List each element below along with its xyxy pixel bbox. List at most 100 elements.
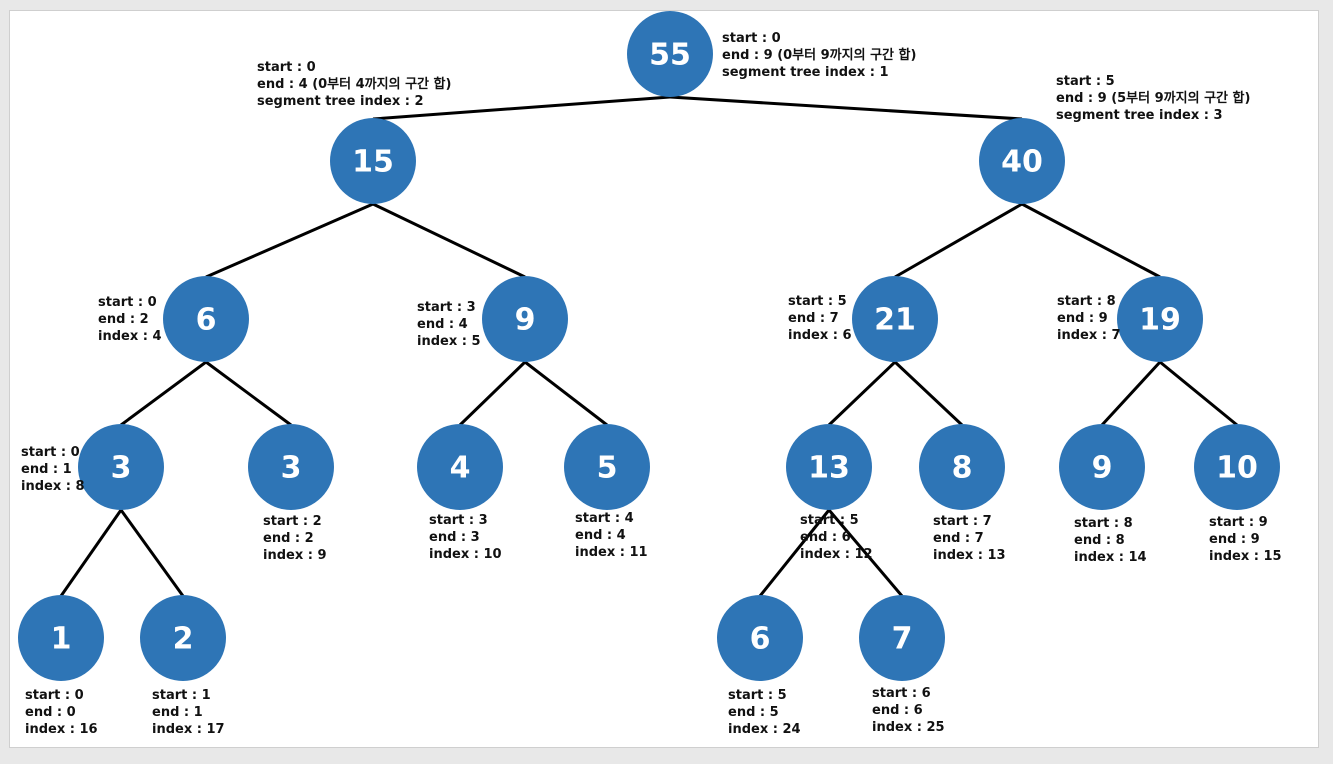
- node-label-line: index : 5: [417, 334, 481, 349]
- node-label-line: segment tree index : 1: [722, 65, 889, 80]
- tree-node-4: 6: [163, 276, 249, 362]
- node-label-13: start : 7 end : 7 index : 13: [933, 513, 1006, 564]
- node-label-line: index : 8: [21, 479, 85, 494]
- node-value: 55: [649, 38, 691, 73]
- node-label-line: start : 0: [98, 295, 157, 310]
- node-label-line: start : 3: [417, 300, 476, 315]
- tree-node-11: 5: [564, 424, 650, 510]
- node-label-line: start : 5: [788, 294, 847, 309]
- node-value: 6: [750, 622, 771, 657]
- node-label-line: index : 11: [575, 545, 648, 560]
- node-label-line: index : 13: [933, 548, 1006, 563]
- tree-node-9: 3: [248, 424, 334, 510]
- node-circle: [852, 276, 938, 362]
- node-label-line: start : 9: [1209, 515, 1268, 530]
- node-label-line: start : 5: [1056, 74, 1115, 89]
- node-label-line: start : 8: [1057, 294, 1116, 309]
- node-label-line: end : 5: [728, 705, 779, 720]
- node-label-line: index : 6: [788, 328, 852, 343]
- tree-node-12: 13: [786, 424, 872, 510]
- node-label-line: start : 2: [263, 514, 322, 529]
- tree-edge-3-7: [1021, 202, 1161, 279]
- node-label-line: start : 5: [800, 513, 859, 528]
- node-label-line: end : 9 (0부터 9까지의 구간 합): [722, 48, 917, 63]
- tree-edge-2-5: [372, 202, 526, 279]
- tree-edge-3-6: [894, 202, 1023, 279]
- node-value: 10: [1216, 451, 1258, 486]
- node-label-line: index : 12: [800, 547, 873, 562]
- tree-node-13: 8: [919, 424, 1005, 510]
- node-label-line: end : 6: [872, 703, 923, 718]
- tree-edge-6-12: [827, 360, 897, 427]
- node-value: 19: [1139, 303, 1181, 338]
- node-value: 15: [352, 145, 394, 180]
- node-label-4: start : 0 end : 2 index : 4: [98, 294, 162, 345]
- node-circle: [482, 276, 568, 362]
- node-label-line: start : 1: [152, 688, 211, 703]
- node-label-line: end : 3: [429, 530, 480, 545]
- tree-edge-6-13: [893, 360, 964, 427]
- node-label-line: end : 1: [152, 705, 203, 720]
- node-value: 3: [111, 451, 132, 486]
- node-circle: [1059, 424, 1145, 510]
- node-circle: [18, 595, 104, 681]
- node-circle: [330, 118, 416, 204]
- node-label-10: start : 3 end : 3 index : 10: [429, 512, 502, 563]
- node-label-line: end : 6: [800, 530, 851, 545]
- tree-edge-5-11: [524, 360, 608, 427]
- node-circle: [786, 424, 872, 510]
- tree-edge-8-17: [119, 509, 185, 597]
- tree-node-2: 15: [330, 118, 416, 204]
- node-label-line: end : 0: [25, 705, 76, 720]
- tree-node-6: 21: [852, 276, 938, 362]
- node-label-line: index : 9: [263, 548, 327, 563]
- node-label-line: index : 4: [98, 329, 162, 344]
- node-label-line: end : 9 (5부터 9까지의 구간 합): [1056, 91, 1251, 106]
- tree-edge-4-9: [205, 360, 292, 427]
- node-label-line: start : 3: [429, 513, 488, 528]
- node-label-line: end : 7: [788, 311, 839, 326]
- node-value: 7: [892, 622, 913, 657]
- tree-node-5: 9: [482, 276, 568, 362]
- tree-edge-8-16: [59, 509, 123, 597]
- node-label-line: segment tree index : 2: [257, 94, 424, 109]
- node-label-line: start : 0: [25, 688, 84, 703]
- node-value: 13: [808, 451, 850, 486]
- node-label-line: start : 7: [933, 514, 992, 529]
- tree-edge-1-3: [669, 95, 1023, 121]
- node-label-line: end : 1: [21, 462, 72, 477]
- node-value: 5: [597, 451, 618, 486]
- tree-node-3: 40: [979, 118, 1065, 204]
- node-value: 9: [515, 303, 536, 338]
- node-circle: [627, 11, 713, 97]
- node-label-line: end : 4: [575, 528, 626, 543]
- node-label-line: start : 5: [728, 688, 787, 703]
- node-label-line: end : 2: [98, 312, 149, 327]
- node-circle: [919, 424, 1005, 510]
- tree-edges: [59, 95, 1238, 597]
- node-value: 40: [1001, 145, 1043, 180]
- node-label-line: index : 25: [872, 720, 945, 735]
- node-circle: [163, 276, 249, 362]
- node-value: 4: [450, 451, 471, 486]
- tree-edge-5-10: [458, 360, 527, 427]
- node-label-line: start : 8: [1074, 516, 1133, 531]
- node-value: 9: [1092, 451, 1113, 486]
- node-label-line: index : 10: [429, 547, 502, 562]
- tree-node-8: 3: [78, 424, 164, 510]
- node-label-line: end : 7: [933, 531, 984, 546]
- node-circle: [417, 424, 503, 510]
- tree-edge-4-8: [120, 360, 207, 427]
